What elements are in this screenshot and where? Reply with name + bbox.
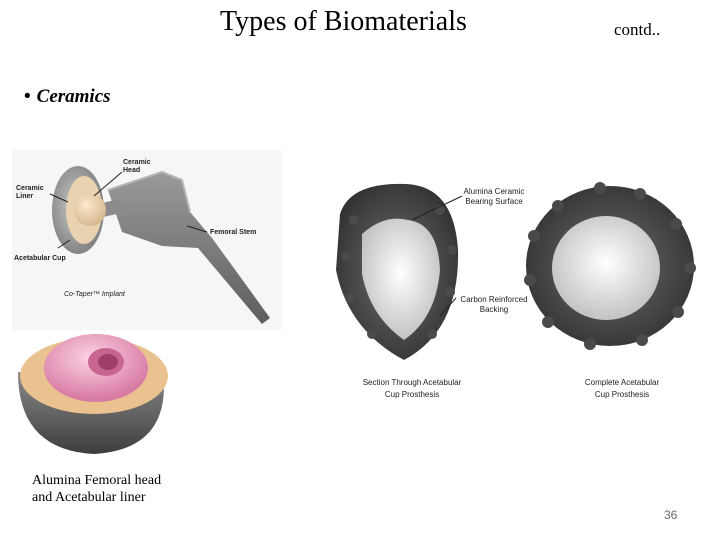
label-implant-name: Co-Taper™ Implant — [64, 291, 126, 298]
label-ceramic-liner-2: Liner — [16, 193, 33, 200]
label-femoral-stem: Femoral Stem — [210, 229, 256, 236]
femoral-stem-shape — [108, 172, 270, 324]
acetabular-cup-diagram: Alumina Ceramic Bearing Surface Carbon R… — [336, 182, 696, 399]
liner-callout — [49, 193, 69, 203]
label-bearing-1: Alumina Ceramic — [464, 187, 525, 196]
complete-cup — [524, 182, 696, 350]
label-section-2: Cup Prosthesis — [385, 390, 439, 399]
slide-title: Types of Biomaterials — [220, 6, 467, 37]
liner-caption: Alumina Femoral head and Acetabular line… — [32, 472, 161, 506]
label-bearing-2: Bearing Surface — [465, 197, 523, 206]
ceramic-liner-photo — [18, 334, 168, 454]
label-ceramic-liner: Ceramic — [16, 185, 44, 192]
caption-line-1: Alumina Femoral head — [32, 473, 162, 488]
ceramic-head-shape — [74, 194, 106, 226]
label-section-1: Section Through Acetabular — [363, 378, 462, 387]
stem-highlight — [107, 170, 191, 213]
label-complete-2: Cup Prosthesis — [595, 390, 649, 399]
label-ceramic-head: Ceramic — [123, 159, 151, 166]
bullet-text: Ceramics — [36, 86, 111, 107]
bearing-callout — [411, 195, 463, 221]
label-backing-1: Carbon Reinforced — [460, 295, 527, 304]
backing-callout — [439, 297, 457, 317]
hip-implant-figure: Ceramic Head Ceramic Liner Acetabular Cu… — [12, 150, 282, 330]
label-backing-2: Backing — [480, 305, 508, 314]
head-callout — [93, 171, 123, 197]
section-cup — [336, 183, 459, 360]
contd-label: contd.. — [614, 20, 661, 39]
stem-callout — [186, 225, 208, 233]
bullet-dot: • — [24, 86, 31, 107]
bullet-ceramics: •Ceramics — [24, 86, 111, 108]
cup-callout — [57, 239, 71, 249]
label-ceramic-head-2: Head — [123, 167, 140, 174]
label-complete-1: Complete Acetabular — [585, 378, 660, 387]
page-number: 36 — [664, 508, 678, 522]
caption-line-2: and Acetabular liner — [32, 490, 146, 505]
head-taper-inner — [98, 354, 118, 370]
label-acetabular-cup: Acetabular Cup — [14, 255, 66, 262]
